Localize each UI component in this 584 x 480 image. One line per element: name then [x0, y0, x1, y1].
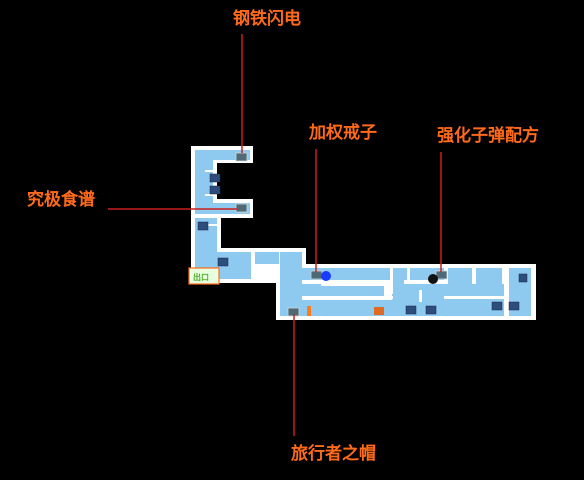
exit-label: 出口 [193, 272, 209, 282]
inner-walls [205, 170, 508, 302]
chest [425, 305, 437, 315]
chest [209, 173, 221, 183]
callout-ultimate-recipe: 究极食谱 [27, 190, 95, 210]
chest [518, 273, 528, 283]
item-chest-steel-lightning [235, 152, 248, 162]
chest [217, 257, 229, 267]
chest [491, 301, 503, 311]
item-chest-ultimate-recipe [235, 203, 248, 213]
player-marker [321, 271, 331, 281]
item-chest-weighted-ring [310, 270, 323, 280]
enemy-marker [428, 274, 438, 284]
callout-weighted-ring: 加权戒子 [309, 123, 377, 143]
callout-bullet-recipe: 强化子弹配方 [437, 126, 539, 146]
markers [307, 271, 438, 316]
chest [405, 305, 417, 315]
door-marker [307, 306, 311, 316]
chests [197, 173, 528, 315]
map-floors [195, 150, 531, 316]
callout-steel-lightning: 钢铁闪电 [233, 9, 301, 29]
callout-travelers-hat: 旅行者之帽 [291, 444, 376, 464]
callout-lines [108, 34, 442, 436]
exit-marker: 出口 [188, 267, 220, 285]
chest [508, 301, 520, 311]
door-marker [374, 307, 384, 315]
chest [209, 185, 221, 195]
chest [197, 221, 209, 231]
